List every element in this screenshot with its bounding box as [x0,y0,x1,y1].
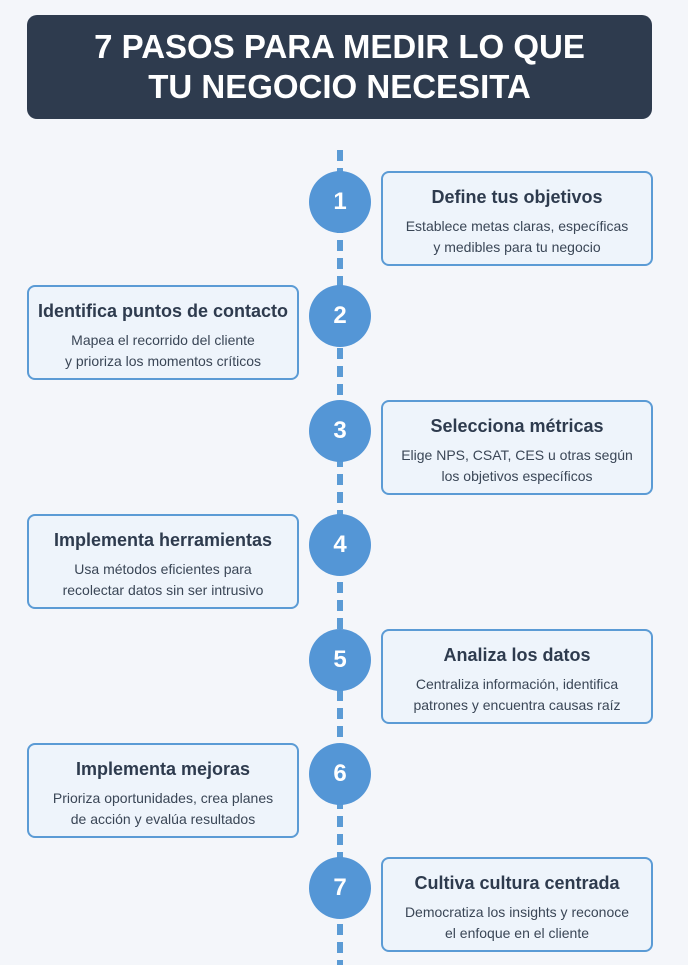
step-description-line: Elige NPS, CSAT, CES u otras según [401,446,633,463]
step-title: Implementa herramientas [53,530,273,551]
step-number-circle: 1 [309,171,371,233]
step-title: Identifica puntos de contacto [37,301,288,322]
step-number-circle: 4 [309,514,371,577]
step-description-line: de acción y evalúa resultados [70,811,256,827]
step-description-line: Democratiza los insights y reconoce [404,904,630,921]
step-description-line: y prioriza los momentos críticos [64,353,262,370]
step-description-line: recolectar datos sin ser intrusivo [62,582,264,599]
step-title: Analiza los datos [443,644,591,665]
step-number-circle: 6 [309,743,371,805]
step-number-circle: 3 [309,399,371,462]
step-description-line: el enfoque en el cliente [445,925,589,942]
step-description-line: y medibles para tu negocio [433,239,601,255]
step-title: Cultiva cultura centrada [414,873,620,894]
step-title: Define tus objetivos [431,187,603,207]
step-title: Selecciona métricas [430,415,604,436]
title-line-2: TU NEGOCIO NECESITA [148,68,531,105]
step-description-line: Prioriza oportunidades, crea planes [52,790,274,806]
step-description-line: Establece metas claras, específicas [405,218,629,234]
step-title: Implementa mejoras [75,759,251,779]
step-description-line: Centraliza información, identifica [415,675,619,692]
page-title: 7 PASOS PARA MEDIR LO QUE TU NEGOCIO NEC… [27,15,652,119]
step-number-circle: 7 [309,857,371,920]
title-line-1: 7 PASOS PARA MEDIR LO QUE [94,28,585,65]
step-description-line: Mapea el recorrido del cliente [71,332,255,349]
step-description-line: patrones y encuentra causas raíz [413,696,621,713]
step-description-line: los objetivos específicos [441,467,593,484]
step-number-circle: 2 [309,285,371,348]
step-number-circle: 5 [309,628,371,691]
step-description-line: Usa métodos eficientes para [74,561,252,578]
